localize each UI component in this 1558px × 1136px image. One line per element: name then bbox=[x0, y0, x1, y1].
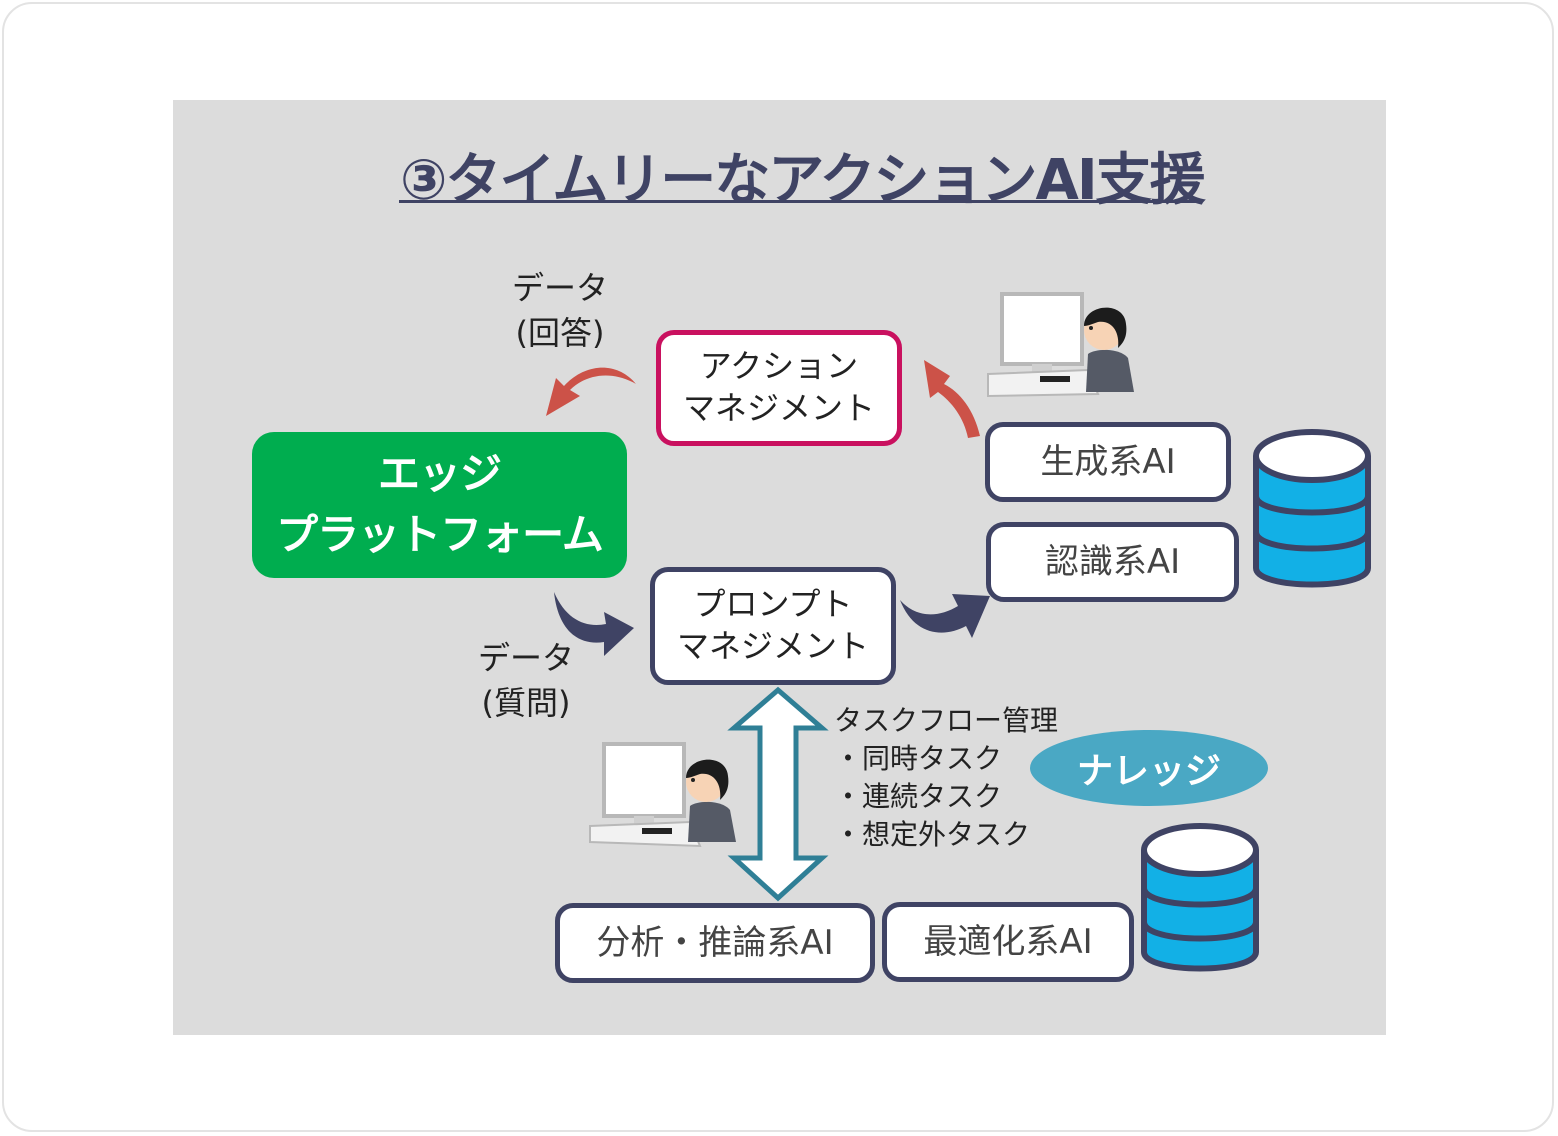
answer-arrow-left bbox=[546, 367, 636, 416]
question-arrow-left bbox=[554, 592, 634, 656]
generative-ai-box: 生成系AI bbox=[985, 422, 1231, 502]
generative-ai-label: 生成系AI bbox=[1040, 441, 1176, 482]
title-underline bbox=[399, 200, 1196, 203]
operator-at-computer-icon bbox=[987, 292, 1134, 398]
action-management-box: アクション マネジメント bbox=[656, 330, 902, 446]
prompt-management-line2: マネジメント bbox=[676, 627, 869, 665]
edge-platform-line1: エッジ bbox=[377, 449, 502, 499]
action-management-line1: アクション bbox=[699, 347, 859, 386]
knowledge-label: ナレッジ bbox=[1076, 751, 1221, 792]
analysis-inference-ai-label: 分析・推論系AI bbox=[596, 922, 834, 963]
prompt-management-box: プロンプト マネジメント bbox=[650, 567, 896, 685]
optimization-ai-label: 最適化系AI bbox=[923, 921, 1093, 962]
data-answer-label: データ (回答) bbox=[490, 266, 630, 356]
analysis-inference-ai-box: 分析・推論系AI bbox=[555, 903, 875, 983]
prompt-management-line1: プロンプト bbox=[693, 585, 853, 624]
question-arrow-right bbox=[900, 594, 990, 638]
answer-arrow-right bbox=[924, 360, 980, 438]
taskflow-bidirectional-arrow bbox=[727, 686, 829, 902]
taskflow-item: ・連続タスク bbox=[834, 780, 1003, 813]
taskflow-heading: タスクフロー管理 bbox=[834, 704, 1059, 737]
knowledge-ellipse: ナレッジ bbox=[1030, 730, 1268, 806]
taskflow-item: ・想定外タスク bbox=[834, 818, 1031, 851]
database-icon bbox=[1253, 429, 1371, 588]
database-icon bbox=[1141, 823, 1259, 972]
operator-at-computer-icon bbox=[589, 742, 736, 848]
recognition-ai-box: 認識系AI bbox=[986, 522, 1239, 602]
recognition-ai-label: 認識系AI bbox=[1044, 541, 1181, 582]
data-question-line2: (質問) bbox=[481, 683, 571, 722]
taskflow-list: タスクフロー管理 ・同時タスク ・連続タスク ・想定外タスク bbox=[834, 702, 1058, 854]
edge-platform-box: エッジ プラットフォーム bbox=[252, 432, 627, 578]
optimization-ai-box: 最適化系AI bbox=[882, 902, 1134, 982]
taskflow-item: ・同時タスク bbox=[834, 742, 1003, 775]
action-management-line2: マネジメント bbox=[682, 389, 875, 427]
data-answer-line1: データ bbox=[511, 269, 608, 307]
data-question-line1: データ bbox=[477, 639, 574, 677]
data-question-label: データ (質問) bbox=[456, 636, 596, 726]
data-answer-line2: (回答) bbox=[515, 313, 605, 352]
edge-platform-line2: プラットフォーム bbox=[276, 510, 604, 559]
